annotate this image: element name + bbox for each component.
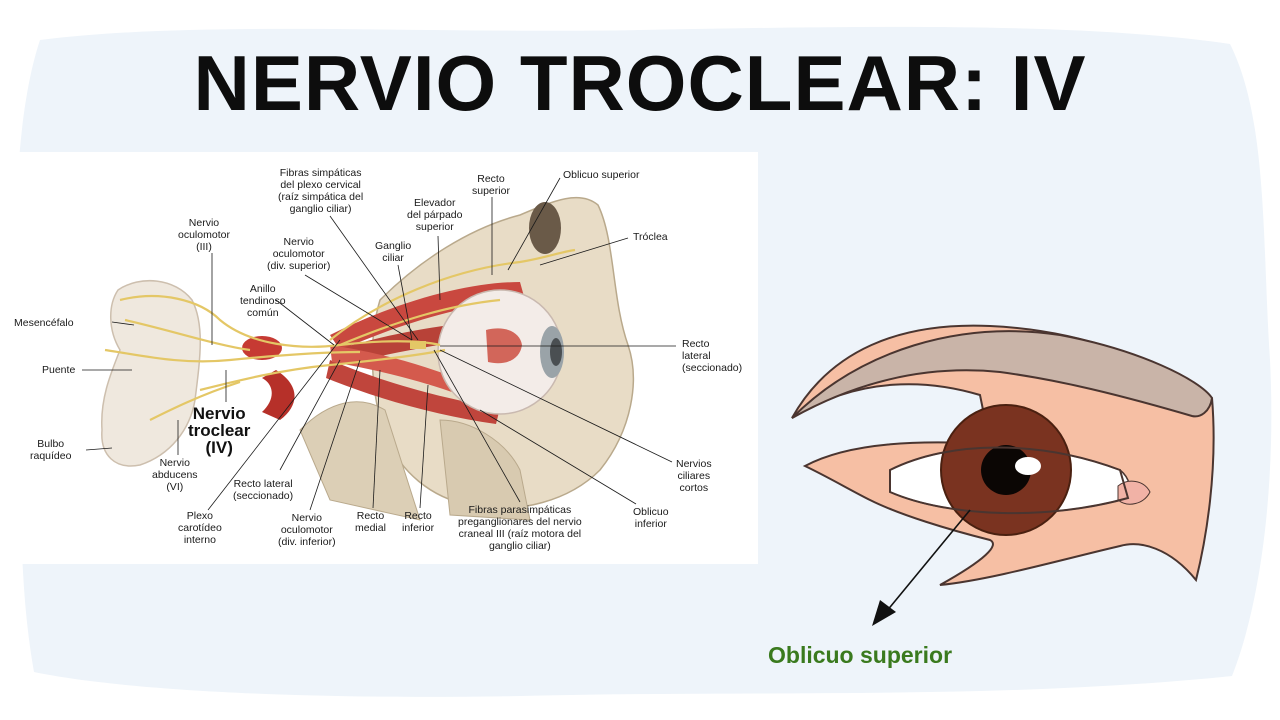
label-bulbo-raquideo: Bulbo raquídeo [30, 438, 72, 462]
arrow-line [885, 509, 971, 613]
label-fibras-parasimpaticas: Fibras parasimpáticas preganglionares de… [458, 504, 582, 552]
label-oculomotor-div-inferior: Nervio oculomotor (div. inferior) [278, 512, 336, 548]
sphenoid-bone [299, 401, 421, 521]
ciliary-ganglion [410, 341, 426, 349]
label-recto-inferior: Recto inferior [402, 510, 435, 534]
label-troclea: Tróclea [633, 231, 668, 243]
label-oblicuo-inferior: Oblicuo inferior [633, 506, 669, 530]
eye-highlight [1015, 457, 1041, 475]
eye-outline [889, 446, 1130, 515]
label-recto-medial: Recto medial [355, 510, 386, 534]
eyebrow [791, 330, 1214, 419]
label-anillo-tendinoso: Anillo tendinoso común [240, 283, 286, 319]
label-mesencefalo: Mesencéfalo [14, 317, 74, 329]
eye-caption-oblicuo-superior: Oblicuo superior [768, 642, 953, 668]
label-nervio-troclear: Nervio troclear (IV) [188, 404, 251, 457]
label-nervios-ciliares-cortos: Nervios ciliares cortos [676, 458, 712, 494]
pupil [550, 338, 562, 366]
sinus-cavity [529, 202, 561, 254]
brainstem [100, 279, 202, 467]
label-recto-lateral-izq: Recto lateral (seccionado) [233, 478, 294, 502]
label-recto-superior: Recto superior [472, 173, 510, 197]
label-oculomotor-div-superior: Nervio oculomotor (div. superior) [267, 236, 331, 272]
arrow-head [872, 600, 896, 626]
label-plexo-carotideo: Plexo carotídeo interno [178, 510, 222, 546]
label-oblicuo-superior: Oblicuo superior [563, 169, 640, 181]
label-fibras-simpaticas: Fibras simpáticas del plexo cervical (ra… [278, 167, 364, 215]
eye-pupil [981, 445, 1031, 495]
nerve-paths [104, 248, 576, 421]
label-elevador: Elevador del párpado superior [407, 197, 463, 233]
label-puente: Puente [42, 364, 76, 376]
inferior-rectus-muscle [326, 360, 500, 424]
label-recto-lateral-der: Recto lateral (seccionado) [682, 338, 743, 374]
carotid-artery [262, 370, 295, 420]
maxilla-bone [439, 419, 531, 521]
label-nervio-abducens: Nervio abducens (VI) [152, 457, 198, 493]
leader-lines [82, 177, 676, 511]
page-title: NERVIO TROCLEAR: IV [193, 39, 1087, 127]
label-nervio-oculomotor: Nervio oculomotor (III) [178, 217, 230, 253]
label-ganglio-ciliar: Ganglio ciliar [375, 240, 412, 264]
